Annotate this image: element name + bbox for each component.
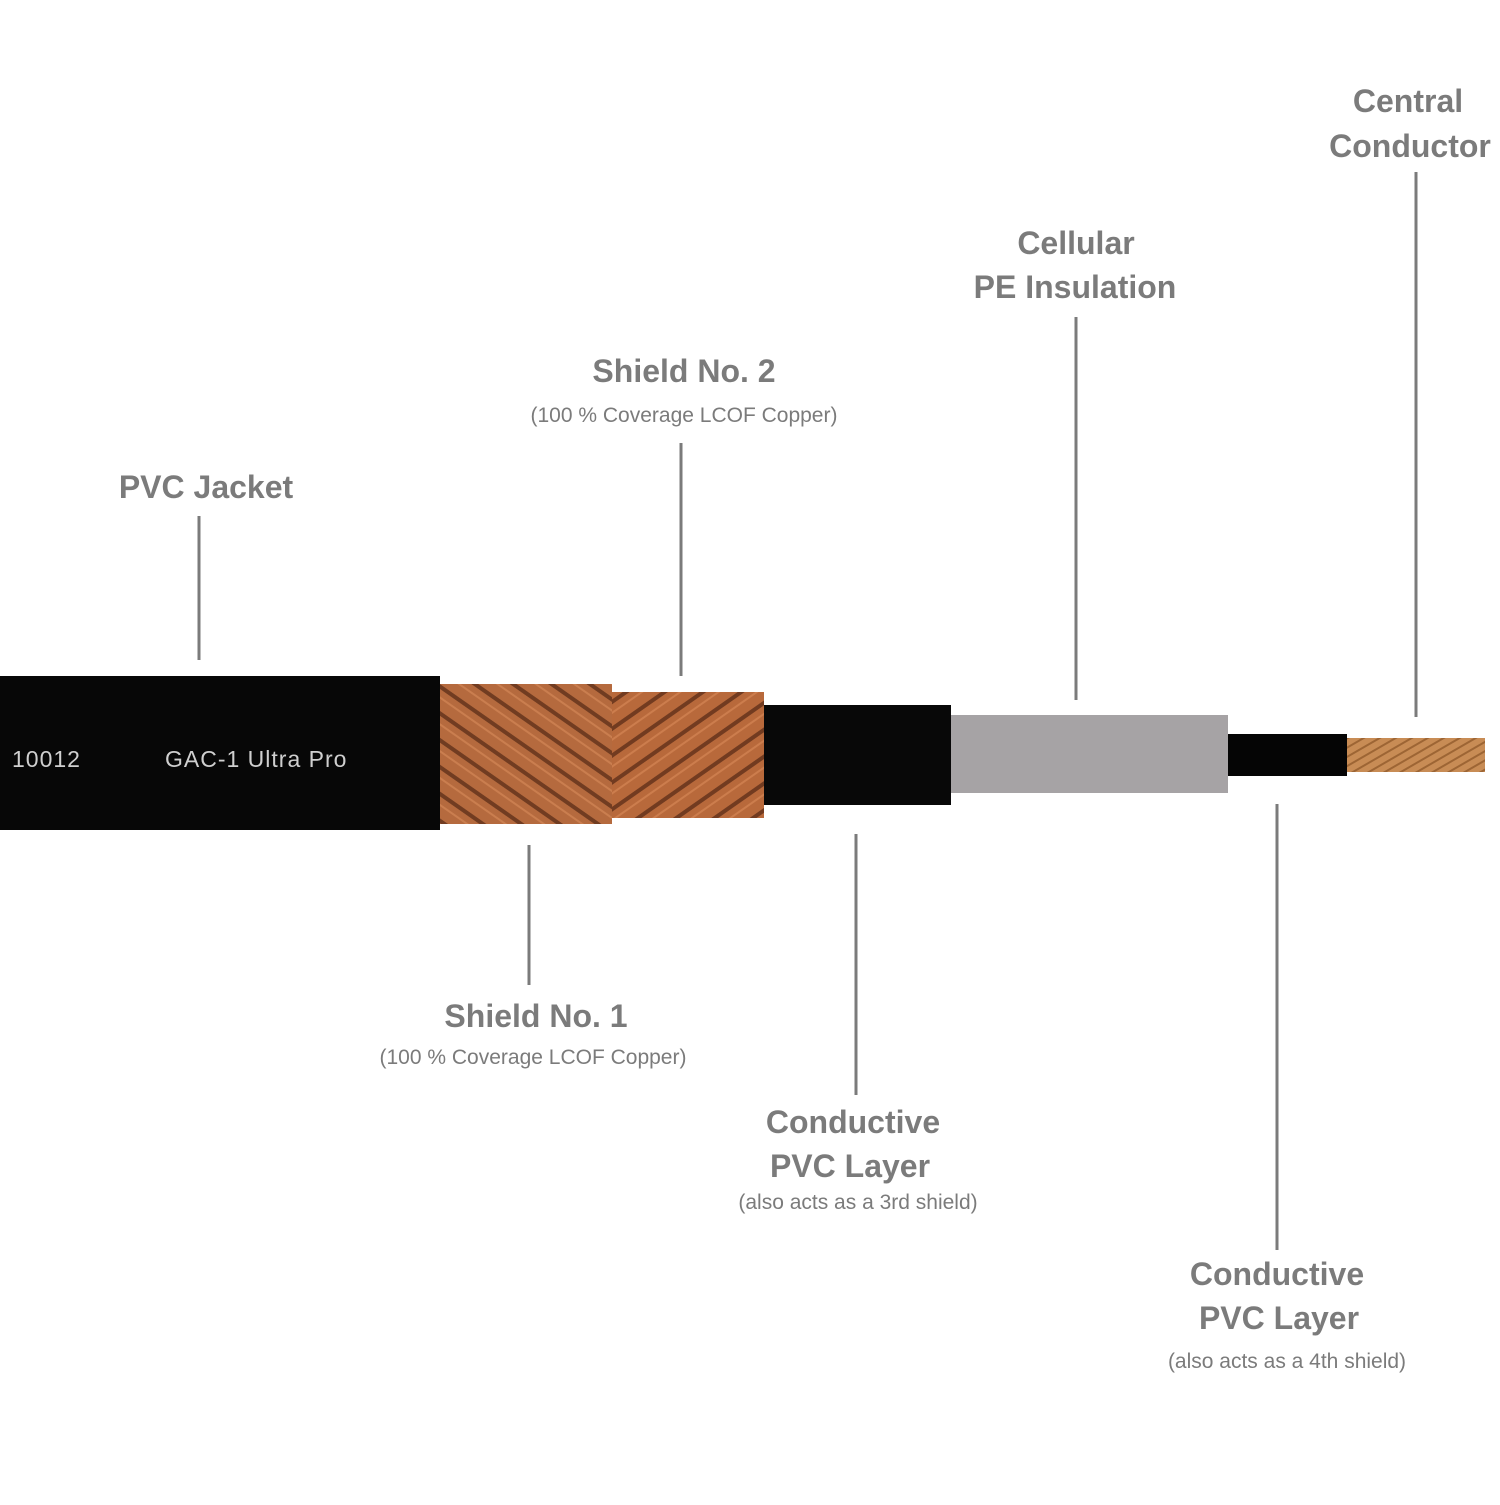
conductive-pvc-4-segment bbox=[1228, 734, 1347, 776]
cellular-pe-insulation-segment bbox=[951, 715, 1228, 793]
label-shield-2-subtitle: (100 % Coverage LCOF Copper) bbox=[531, 404, 838, 427]
label-conductive-pvc-4-subtitle: (also acts as a 4th shield) bbox=[1168, 1350, 1406, 1373]
pvc-jacket-segment bbox=[0, 676, 440, 830]
label-shield-1-title: Shield No. 1 bbox=[444, 998, 627, 1034]
cable-print-model: GAC-1 Ultra Pro bbox=[165, 746, 347, 772]
label-central-conductor-line2: Conductor bbox=[1329, 128, 1491, 164]
label-conductive-pvc-3-line2: PVC Layer bbox=[770, 1148, 930, 1184]
central-conductor-segment bbox=[1347, 738, 1485, 772]
label-shield-2-title: Shield No. 2 bbox=[592, 353, 775, 389]
label-conductive-pvc-4-line2: PVC Layer bbox=[1199, 1300, 1359, 1336]
label-conductive-pvc-3-line1: Conductive bbox=[766, 1104, 940, 1140]
conductive-pvc-3-segment bbox=[764, 705, 951, 805]
label-cellular-pe-line2: PE Insulation bbox=[974, 269, 1177, 305]
shield-2-segment bbox=[612, 692, 764, 818]
label-central-conductor-line1: Central bbox=[1353, 83, 1463, 119]
label-conductive-pvc-3-subtitle: (also acts as a 3rd shield) bbox=[738, 1191, 977, 1214]
shield-1-segment bbox=[440, 684, 612, 824]
label-conductive-pvc-4-line1: Conductive bbox=[1190, 1256, 1364, 1292]
label-shield-1-subtitle: (100 % Coverage LCOF Copper) bbox=[380, 1046, 687, 1069]
label-pvc-jacket: PVC Jacket bbox=[119, 469, 294, 505]
label-cellular-pe-line1: Cellular bbox=[1017, 225, 1134, 261]
cable-print-code: 10012 bbox=[12, 746, 81, 772]
